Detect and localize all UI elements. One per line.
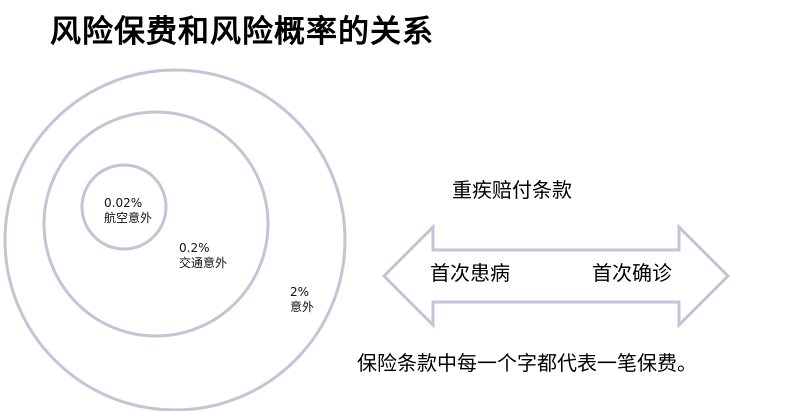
middle-circle bbox=[42, 110, 270, 338]
outer-name: 意外 bbox=[290, 300, 315, 314]
double-arrow-shape bbox=[381, 223, 731, 329]
page-title: 风险保费和风险概率的关系 bbox=[50, 14, 434, 50]
inner-probability: 0.02% bbox=[104, 196, 143, 210]
outer-circle-label: 2% 意外 bbox=[290, 285, 314, 315]
double-arrow-icon bbox=[381, 223, 731, 329]
footer-note: 保险条款中每一个字都代表一笔保费。 bbox=[357, 351, 697, 375]
inner-name: 航空意外 bbox=[104, 211, 153, 225]
inner-circle bbox=[80, 163, 168, 251]
clause-heading: 重疾赔付条款 bbox=[452, 178, 572, 202]
arrow-right-label: 首次确诊 bbox=[592, 261, 672, 285]
outer-probability: 2% bbox=[290, 285, 310, 299]
outer-circle bbox=[3, 68, 347, 411]
middle-probability: 0.2% bbox=[179, 241, 210, 255]
middle-circle-label: 0.2% 交通意外 bbox=[179, 241, 227, 271]
inner-circle-label: 0.02% 航空意外 bbox=[104, 196, 152, 226]
arrow-left-label: 首次患病 bbox=[430, 261, 510, 285]
middle-name: 交通意外 bbox=[179, 256, 228, 270]
